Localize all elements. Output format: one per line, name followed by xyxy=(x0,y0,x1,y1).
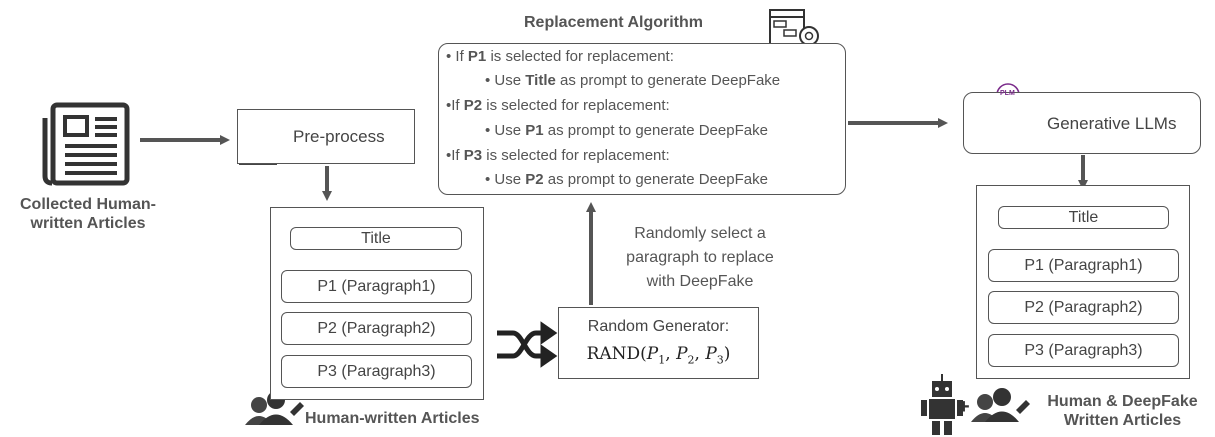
algorithm-heading: Replacement Algorithm xyxy=(524,14,703,31)
formula-sub2: 2 xyxy=(687,353,695,367)
algorithm-line-1: • If P1 is selected for replacement: xyxy=(446,48,674,65)
human-doc-caption: Human-written Articles xyxy=(305,410,480,427)
algorithm-line-4-bold: P1 xyxy=(525,122,544,139)
newspaper-icon xyxy=(42,102,130,186)
preprocess-label: Pre-process xyxy=(293,127,385,146)
algorithm-line-1-bold: P1 xyxy=(467,48,487,65)
random-select-line3: with DeepFake xyxy=(646,273,754,290)
people-group-icon xyxy=(245,391,304,425)
algorithm-line-6-post: as prompt to generate DeepFake xyxy=(543,171,768,188)
formula-sub1: 1 xyxy=(658,353,666,367)
algorithm-line-6-pre: • Use xyxy=(485,171,526,188)
llm-plm-badge: PLM xyxy=(1000,90,1015,97)
output-caption-line1: Human & DeepFake xyxy=(1047,393,1198,410)
algorithm-line-5-pre: •If xyxy=(446,147,464,164)
robot-icon xyxy=(921,374,963,435)
formula-p2: P xyxy=(676,344,688,364)
algorithm-line-3-post: is selected for replacement: xyxy=(482,97,670,114)
output-doc-p2: P2 (Paragraph2) xyxy=(988,291,1179,324)
collected-caption-line1: Collected Human- xyxy=(19,196,156,213)
random-select-line1: Randomly select a xyxy=(634,225,766,242)
algorithm-gear-icon xyxy=(769,9,819,60)
random-select-line2: paragraph to replace xyxy=(626,249,774,266)
output-doc-p3: P3 (Paragraph3) xyxy=(988,334,1179,367)
output-doc-p1: P1 (Paragraph1) xyxy=(988,249,1179,282)
output-doc-caption: Human & DeepFake Written Articles xyxy=(1030,392,1215,430)
human-doc-p2: P2 (Paragraph2) xyxy=(281,312,472,345)
algorithm-line-3-bold: P2 xyxy=(463,97,483,114)
algorithm-line-5: •If P3 is selected for replacement: xyxy=(446,147,670,164)
formula-suffix: ) xyxy=(723,344,731,364)
output-doc-title: Title xyxy=(998,206,1169,229)
algorithm-line-4-pre: • Use xyxy=(485,122,526,139)
algorithm-line-5-bold: P3 xyxy=(463,147,483,164)
llm-label: Generative LLMs xyxy=(1047,114,1177,133)
human-doc-p1: P1 (Paragraph1) xyxy=(281,270,472,303)
algorithm-line-2-post: as prompt to generate DeepFake xyxy=(555,72,781,89)
collected-articles-caption: Collected Human- written Articles xyxy=(0,195,176,233)
random-generator-title: Random Generator: xyxy=(587,318,730,335)
formula-p1: P xyxy=(646,344,659,364)
formula-sub3: 3 xyxy=(716,353,724,367)
formula-p3: P xyxy=(705,344,717,364)
llm-box xyxy=(963,92,1201,154)
algorithm-box xyxy=(438,43,846,195)
algorithm-line-3: •If P2 is selected for replacement: xyxy=(446,97,670,114)
random-generator-box xyxy=(558,307,759,379)
output-caption-line2: Written Articles xyxy=(1063,412,1182,429)
output-plus-sign: + xyxy=(958,396,970,418)
preprocess-box xyxy=(237,109,415,164)
human-doc-p3: P3 (Paragraph3) xyxy=(281,355,472,388)
algorithm-line-1-pre: • If xyxy=(446,48,468,65)
algorithm-line-4: • Use P1 as prompt to generate DeepFake xyxy=(485,122,768,139)
algorithm-line-2-pre: • Use xyxy=(485,72,526,89)
algorithm-line-5-post: is selected for replacement: xyxy=(482,147,670,164)
algorithm-line-1-post: is selected for replacement: xyxy=(486,48,674,65)
algorithm-line-4-post: as prompt to generate DeepFake xyxy=(543,122,768,139)
formula-prefix: RAND( xyxy=(586,344,647,364)
algorithm-line-2-bold: Title xyxy=(525,72,556,89)
algorithm-line-6-bold: P2 xyxy=(525,171,544,188)
human-doc-title: Title xyxy=(290,227,462,250)
algorithm-line-6: • Use P2 as prompt to generate DeepFake xyxy=(485,171,768,188)
shuffle-icon xyxy=(497,321,558,368)
people-group-output-icon xyxy=(971,388,1030,422)
algorithm-line-3-pre: •If xyxy=(446,97,464,114)
algorithm-line-2: • Use Title as prompt to generate DeepFa… xyxy=(485,72,780,89)
formula-sep2: , xyxy=(694,344,706,364)
random-select-note: Randomly select a paragraph to replace w… xyxy=(600,222,800,294)
random-generator-formula: RAND(P1, P2, P3) xyxy=(558,344,759,366)
formula-sep1: , xyxy=(665,344,677,364)
collected-caption-line2: written Articles xyxy=(30,215,146,232)
